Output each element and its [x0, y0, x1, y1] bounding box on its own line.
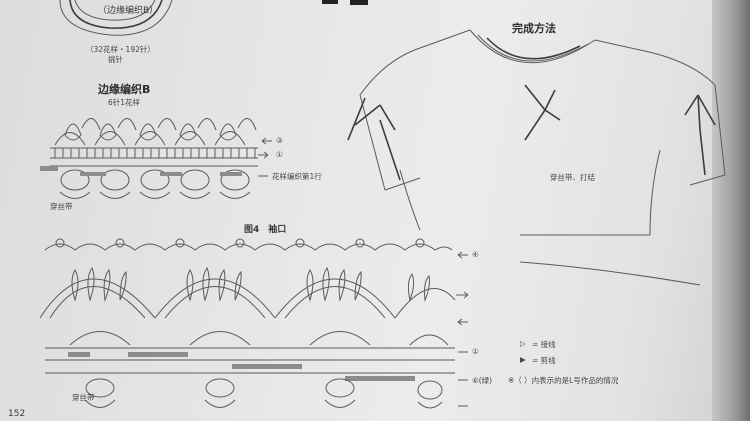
legend-join-symbol: ▷ — [520, 339, 526, 348]
book-binding-shadow — [712, 0, 750, 421]
legend-note: ※（ ）内表示的是L号作品的情况 — [508, 376, 619, 385]
top-mark — [322, 0, 338, 4]
edge-b-diagram — [40, 118, 272, 199]
legend-cut-symbol: ▶ — [520, 355, 526, 364]
edge-b-row-mark-3: ③ — [276, 136, 283, 145]
edge-b-repeat-label: 6针1花样 — [108, 98, 141, 107]
edge-b-title: 边缘编织B — [98, 83, 151, 96]
sleeve-row-mark-1: ① — [472, 347, 479, 356]
edge-b-start-label: 花样编织第1行 — [272, 172, 322, 181]
edge-b-ribbon-label: 穿丝带 — [50, 202, 73, 211]
sleeve-ribbon-label: 穿丝带 — [72, 393, 95, 402]
finish-title: 完成方法 — [512, 22, 556, 35]
sleeve-title: 图4 袖口 — [244, 225, 287, 235]
sweater-finish-drawing — [347, 29, 726, 286]
top-diagram-note: （32花样・192针） — [86, 45, 155, 54]
finish-ribbon-note: 穿丝带、打结 — [550, 173, 595, 182]
page-number: 152 — [8, 409, 26, 419]
sleeve-row-mark-6: ⑥(绿) — [472, 376, 493, 385]
legend-join-label: = 接线 — [532, 340, 556, 349]
yoke-arc-diagram — [59, 0, 173, 36]
top-diagram-label: （边缘编织B） — [98, 6, 159, 16]
edge-b-row-mark-1: ① — [276, 150, 283, 159]
sleeve-edge-diagram — [39, 238, 469, 409]
legend-cut-label: = 剪线 — [532, 356, 556, 365]
sleeve-row-mark-4: ④ — [472, 250, 479, 259]
top-mark — [350, 0, 368, 5]
top-diagram-note2: 挑针 — [108, 55, 123, 64]
